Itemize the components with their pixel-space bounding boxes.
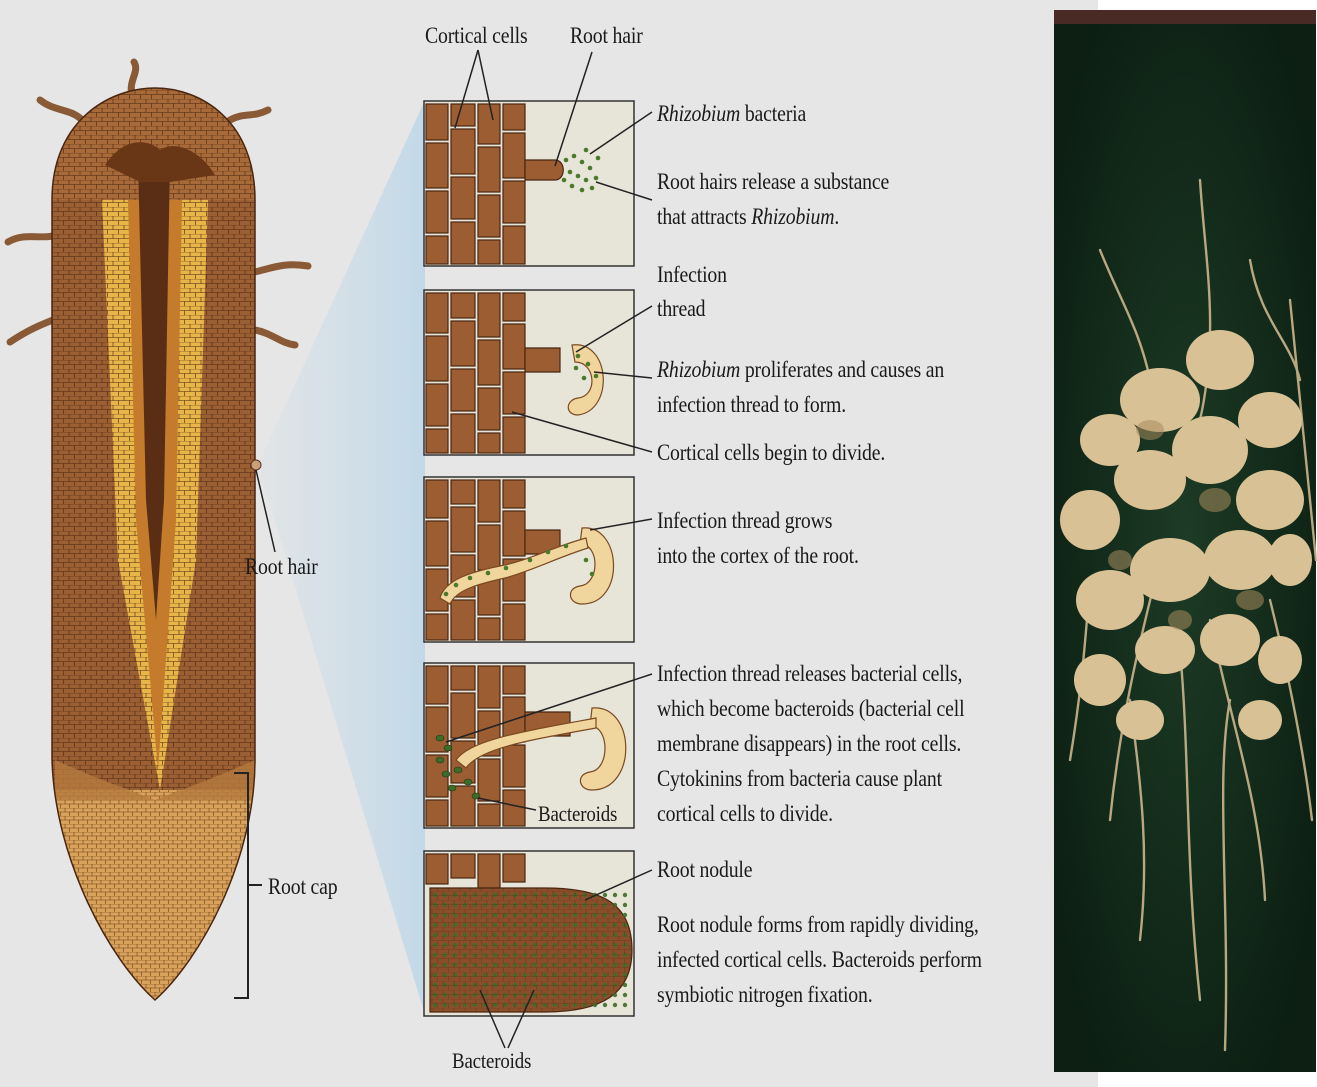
step2-text-line1: Rhizobium proliferates and causes an bbox=[657, 352, 944, 387]
step4-text-line4: Cytokinins from bacteria cause plant bbox=[657, 761, 942, 796]
panel-5-root-nodule bbox=[424, 851, 634, 1016]
panel-3-thread-grows bbox=[424, 477, 634, 642]
step2-cortical-divide: Cortical cells begin to divide. bbox=[657, 435, 885, 470]
step5-text-line3: symbiotic nitrogen fixation. bbox=[657, 977, 872, 1012]
label-root-cap: Root cap bbox=[268, 869, 337, 904]
step4-text-line1: Infection thread releases bacterial cell… bbox=[657, 656, 962, 691]
step4-text-line3: membrane disappears) in the root cells. bbox=[657, 726, 961, 761]
label-root-hair-side: Root hair bbox=[245, 549, 318, 584]
step4-text-line2: which become bacteroids (bacterial cell bbox=[657, 691, 964, 726]
label-bacteroids-panel5: Bacteroids bbox=[452, 1043, 531, 1078]
step2-text-line2: infection thread to form. bbox=[657, 387, 846, 422]
label-cortical-cells: Cortical cells bbox=[425, 18, 528, 53]
label-infection-thread-line1: Infection bbox=[657, 257, 727, 292]
stage-panels bbox=[424, 101, 634, 1016]
step3-text-line1: Infection thread grows bbox=[657, 503, 832, 538]
step1-text-line1: Root hairs release a substance bbox=[657, 164, 889, 199]
root-nodule-photo bbox=[1054, 10, 1316, 1072]
label-root-hair-top: Root hair bbox=[570, 18, 643, 53]
step1-text-line2: that attracts Rhizobium. bbox=[657, 199, 839, 234]
step4-text-line5: cortical cells to divide. bbox=[657, 796, 833, 831]
root-tip-illustration bbox=[8, 62, 308, 1010]
label-rhizobium-bacteria: Rhizobium bacteria bbox=[657, 96, 806, 131]
label-root-nodule: Root nodule bbox=[657, 852, 752, 887]
step3-text-line2: into the cortex of the root. bbox=[657, 538, 859, 573]
step5-text-line2: infected cortical cells. Bacteroids perf… bbox=[657, 942, 982, 977]
label-bacteroids-panel4: Bacteroids bbox=[538, 796, 617, 831]
step5-text-line1: Root nodule forms from rapidly dividing, bbox=[657, 907, 979, 942]
label-infection-thread-line2: thread bbox=[657, 291, 705, 326]
